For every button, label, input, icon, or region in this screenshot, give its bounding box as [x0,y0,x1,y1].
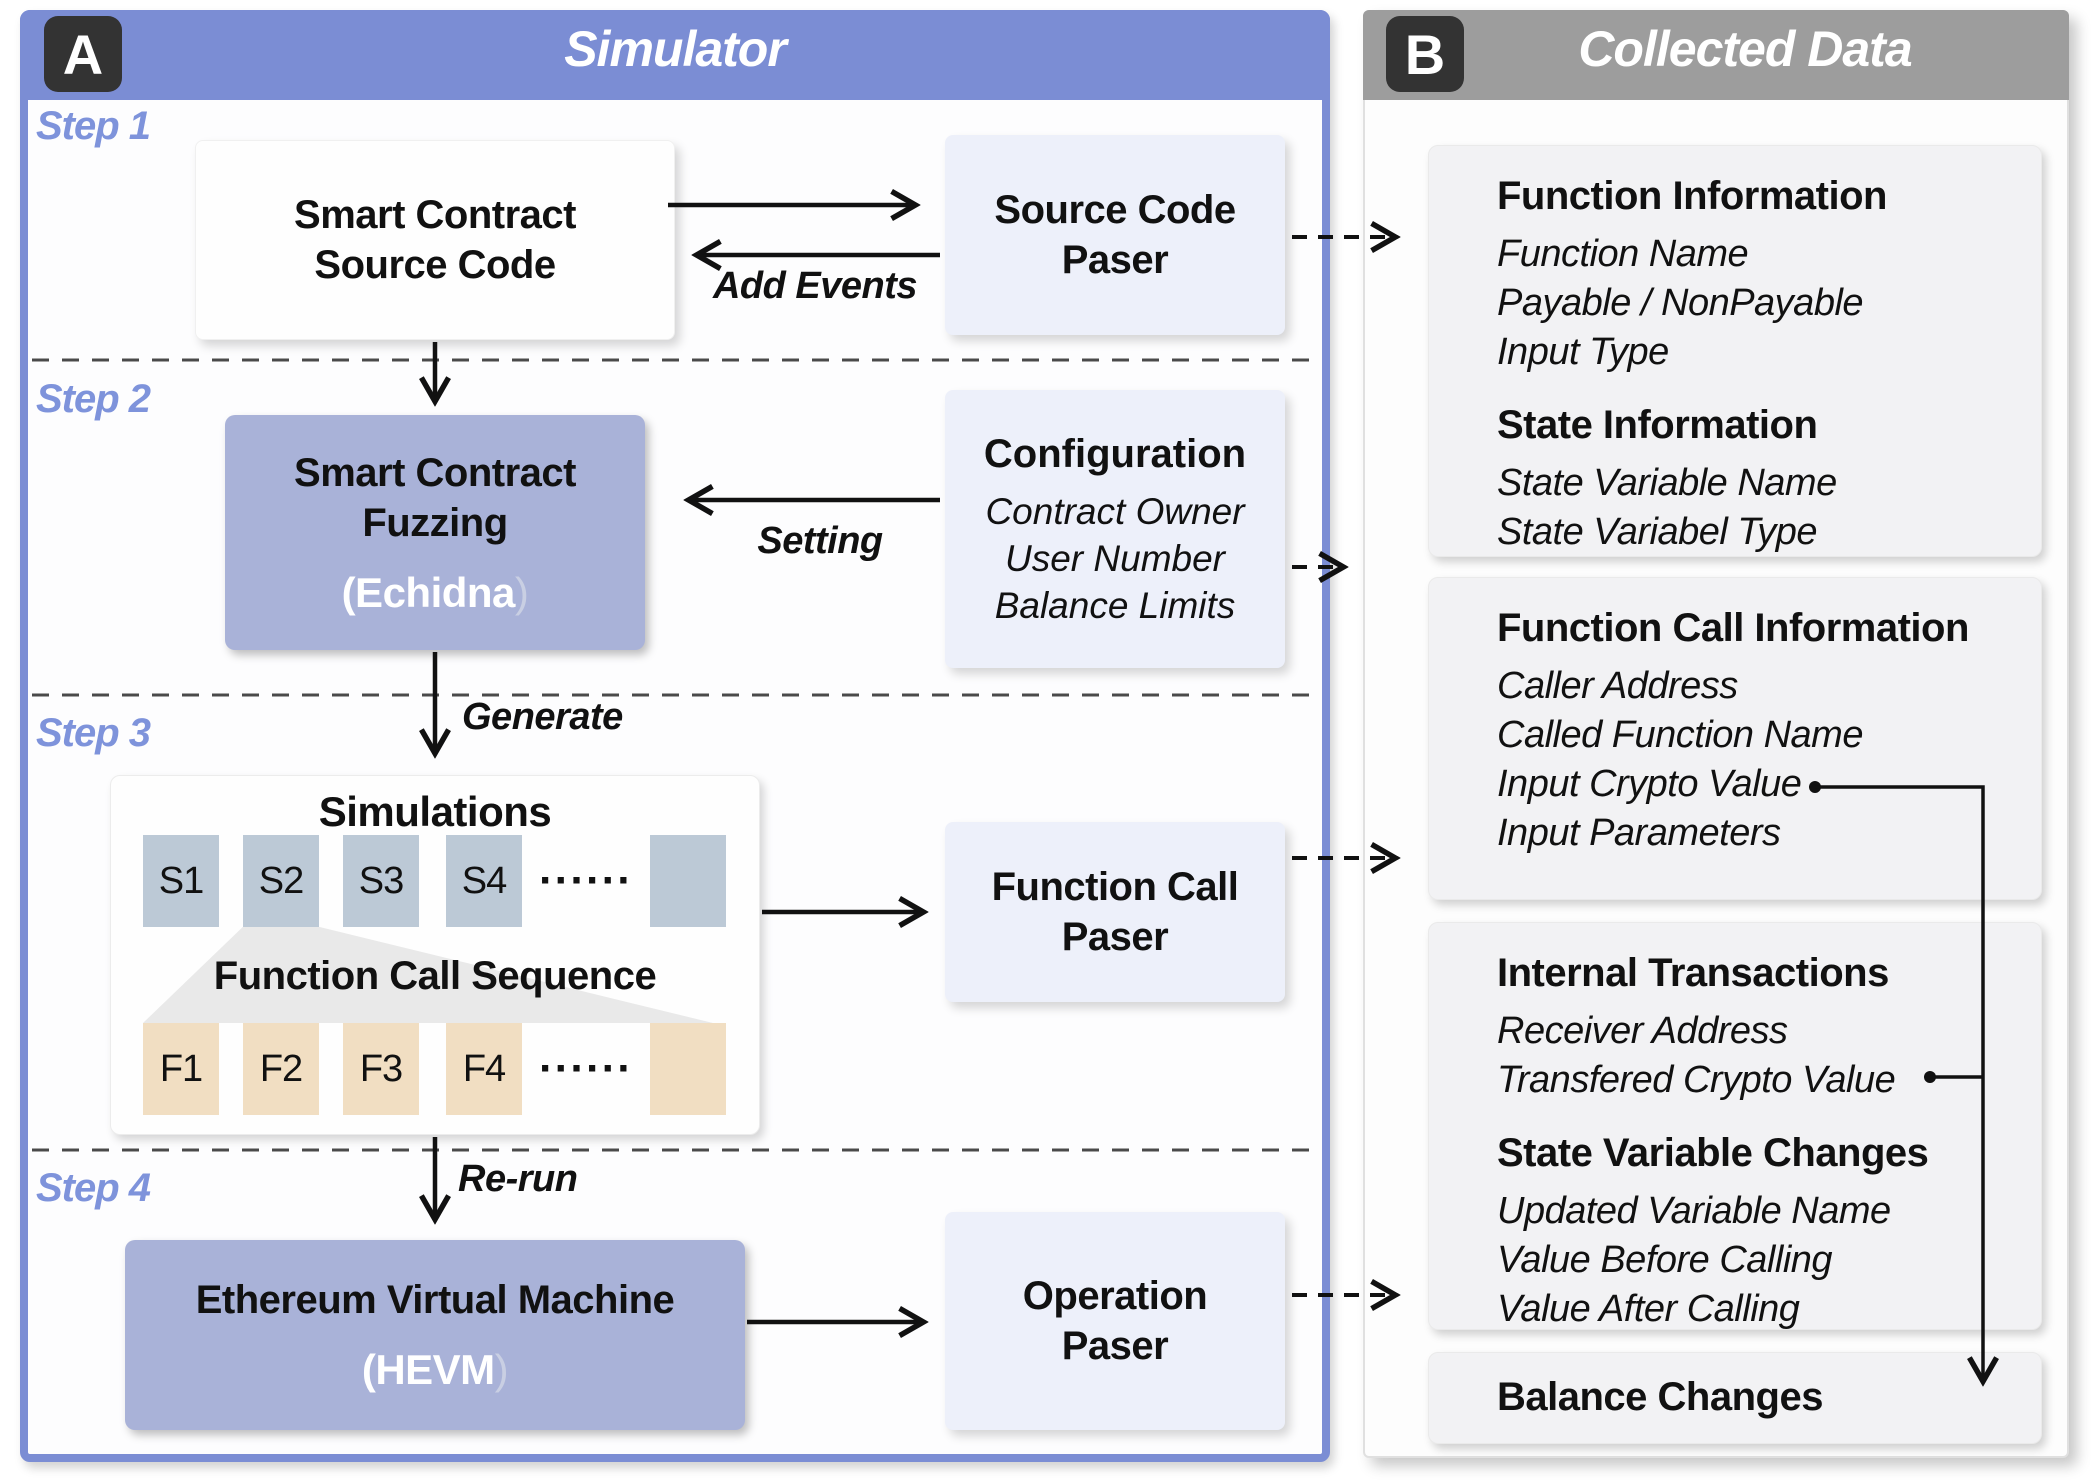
balance-changes-title: Balance Changes [1497,1375,1823,1419]
internal-transactions-title: Internal Transactions [1497,951,1889,995]
simulation-chip-s2: S2 [243,835,319,927]
simulator-panel-header [20,10,1330,100]
smart-contract-source-code-box: Smart Contract Source Code [195,140,675,340]
function-call-information-title: Function Call Information [1497,606,1969,650]
function-call-parser-line1: Function Call [991,865,1239,909]
configuration-item: User Number [1005,537,1225,579]
state-information-item: State Variable Name [1497,462,1837,504]
fuzzing-engine-label: (Echidna) [341,568,529,616]
state-variable-changes-item: Updated Variable Name [1497,1190,1891,1232]
configuration-item: Balance Limits [994,584,1236,626]
add-events-label: Add Events [712,265,918,307]
panel-a-badge: A [44,16,122,92]
source-code-parser-box: Source Code Paser [945,135,1285,335]
state-information-item: State Variabel Type [1497,511,1818,553]
state-variable-changes-item: Value Before Calling [1497,1239,1833,1281]
operation-parser-box: Operation Paser [945,1212,1285,1430]
configuration-item: Contract Owner [985,490,1245,532]
setting-label: Setting [757,520,883,562]
collected-data-title: Collected Data [1578,21,1912,77]
simulation-chip-s4: S4 [446,835,522,927]
state-information-title: State Information [1497,403,1818,447]
internal-transactions-item: Receiver Address [1497,1010,1788,1052]
collected-data-panel-header [1363,10,2069,100]
function-call-information-item: Input Parameters [1497,812,1781,854]
step-2-label: Step 2 [36,377,151,421]
function-chip-f4: F4 [446,1023,522,1115]
function-chip-f2: F2 [243,1023,319,1115]
evm-engine-label: (HEVM) [361,1346,509,1393]
smart-contract-fuzzing-box: Smart Contract Fuzzing (Echidna) [225,415,645,650]
internal-transactions-card: Internal Transactions Receiver Address T… [1428,922,2042,1330]
rerun-label: Re-run [458,1158,578,1200]
source-code-parser-line2: Paser [1061,238,1169,282]
simulations-box: Simulations S1 S2 S3 S4 ······ Function … [110,775,760,1135]
panel-b-badge: B [1386,16,1464,92]
step-1-label: Step 1 [36,104,151,148]
function-call-information-item: Input Crypto Value [1497,763,1802,805]
configuration-title: Configuration [983,431,1247,476]
operation-parser-line2: Paser [1061,1324,1169,1368]
function-call-information-item: Called Function Name [1497,714,1863,756]
state-variable-changes-title: State Variable Changes [1497,1131,1929,1175]
smart-contract-source-code-line1: Smart Contract [294,193,576,237]
function-call-information-card: Function Call Information Caller Address… [1428,577,2042,900]
state-variable-changes-item: Value After Calling [1497,1288,1800,1330]
step-3-label: Step 3 [36,711,151,755]
simulator-title: Simulator [564,21,787,77]
operation-parser-line1: Operation [1022,1274,1208,1318]
fuzzing-line1: Smart Contract [294,450,576,495]
simulations-title: Simulations [318,788,552,835]
ethereum-virtual-machine-box: Ethereum Virtual Machine (HEVM) [125,1240,745,1430]
fuzzing-line2: Fuzzing [362,500,508,545]
function-information-title: Function Information [1497,174,1887,218]
simulation-chip-empty [650,835,726,927]
source-code-parser-line1: Source Code [994,188,1236,232]
function-state-information-card: Function Information Function Name Payab… [1428,145,2042,557]
evm-line1: Ethereum Virtual Machine [195,1278,675,1322]
function-chip-empty [650,1023,726,1115]
function-call-parser-line2: Paser [1061,915,1169,959]
smart-contract-source-code-line2: Source Code [314,243,556,287]
function-call-parser-box: Function Call Paser [945,822,1285,1002]
function-information-item: Input Type [1497,331,1669,373]
function-chip-f3: F3 [343,1023,419,1115]
simulation-chip-s1: S1 [143,835,219,927]
function-ellipsis: ······ [539,1044,633,1093]
internal-transactions-item: Transfered Crypto Value [1497,1059,1896,1101]
function-information-item: Function Name [1497,233,1749,275]
function-information-item: Payable / NonPayable [1497,282,1864,324]
simulation-chip-s3: S3 [343,835,419,927]
step-4-label: Step 4 [36,1166,151,1210]
function-chip-f1: F1 [143,1023,219,1115]
function-call-sequence-title: Function Call Sequence [213,954,657,998]
balance-changes-card: Balance Changes [1428,1352,2042,1444]
configuration-box: Configuration Contract Owner User Number… [945,390,1285,668]
generate-label: Generate [462,696,623,738]
simulation-ellipsis: ······ [539,856,633,905]
function-call-information-item: Caller Address [1497,665,1738,707]
